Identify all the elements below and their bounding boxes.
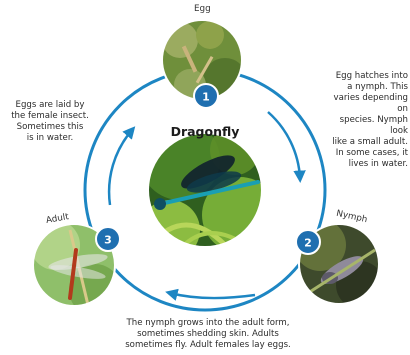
arrow-adult-to-egg bbox=[109, 130, 132, 205]
dragonfly-photo bbox=[140, 120, 278, 260]
description-growth: The nymph grows into the adult form, som… bbox=[118, 318, 298, 351]
description-line: a nymph. This bbox=[322, 82, 408, 93]
arrow-egg-to-nymph bbox=[268, 112, 300, 178]
description-line: In some cases, it bbox=[322, 148, 408, 159]
description-line: like a small adult. bbox=[322, 137, 408, 148]
description-line: sometimes shedding skin. Adults bbox=[118, 329, 298, 340]
description-hatching: Egg hatches into a nymph. This varies de… bbox=[322, 71, 408, 170]
badge-3: 3 bbox=[96, 227, 120, 251]
description-line: lives in water. bbox=[322, 159, 408, 170]
svg-text:3: 3 bbox=[104, 234, 112, 247]
arrow-nymph-to-adult bbox=[170, 293, 255, 298]
svg-text:2: 2 bbox=[304, 237, 312, 250]
description-line: varies depending on bbox=[322, 93, 408, 115]
description-line: The nymph grows into the adult form, bbox=[118, 318, 298, 329]
badge-2: 2 bbox=[296, 230, 320, 254]
stage-name-egg: Egg bbox=[194, 4, 211, 14]
description-line: is in water. bbox=[8, 133, 92, 144]
description-line: sometimes fly. Adult females lay eggs. bbox=[118, 340, 298, 351]
svg-text:1: 1 bbox=[202, 91, 210, 104]
description-line: the female insect. bbox=[8, 111, 92, 122]
badge-1: 1 bbox=[194, 84, 218, 108]
description-line: species. Nymph look bbox=[322, 115, 408, 137]
description-line: Sometimes this bbox=[8, 122, 92, 133]
description-line: Eggs are laid by bbox=[8, 100, 92, 111]
description-line: Egg hatches into bbox=[322, 71, 408, 82]
description-egg-laying: Eggs are laid by the female insect. Some… bbox=[8, 100, 92, 144]
